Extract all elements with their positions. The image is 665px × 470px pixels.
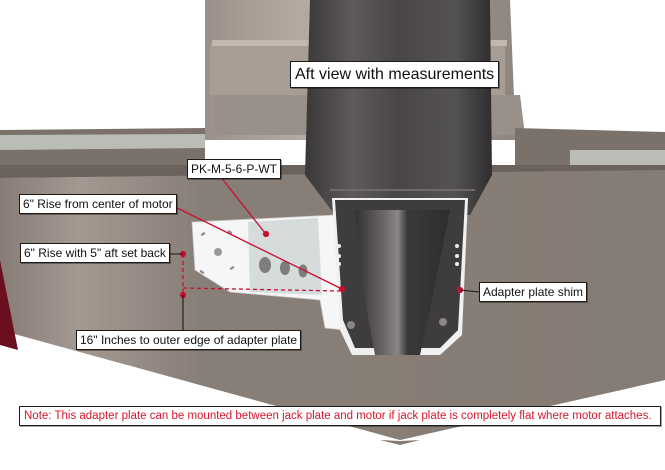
mounting-note: Note: This adapter plate can be mounted … (19, 406, 661, 426)
adapter-plate (191, 214, 346, 331)
outboard-motor (305, 0, 492, 215)
callout-adapter-shim: Adapter plate shim (479, 282, 588, 302)
motor-lower-unit (355, 210, 450, 355)
callout-rise-setback: 6" Rise with 5" aft set back (20, 243, 170, 263)
diagram-title: Aft view with measurements (290, 61, 500, 88)
callout-rise-center-motor: 6" Rise from center of motor (19, 194, 177, 214)
part-number-label: PK-M-5-6-P-WT (187, 159, 281, 179)
callout-outer-edge: 16" Inches to outer edge of adapter plat… (76, 330, 302, 350)
maroon-hull-stripe (0, 260, 18, 350)
